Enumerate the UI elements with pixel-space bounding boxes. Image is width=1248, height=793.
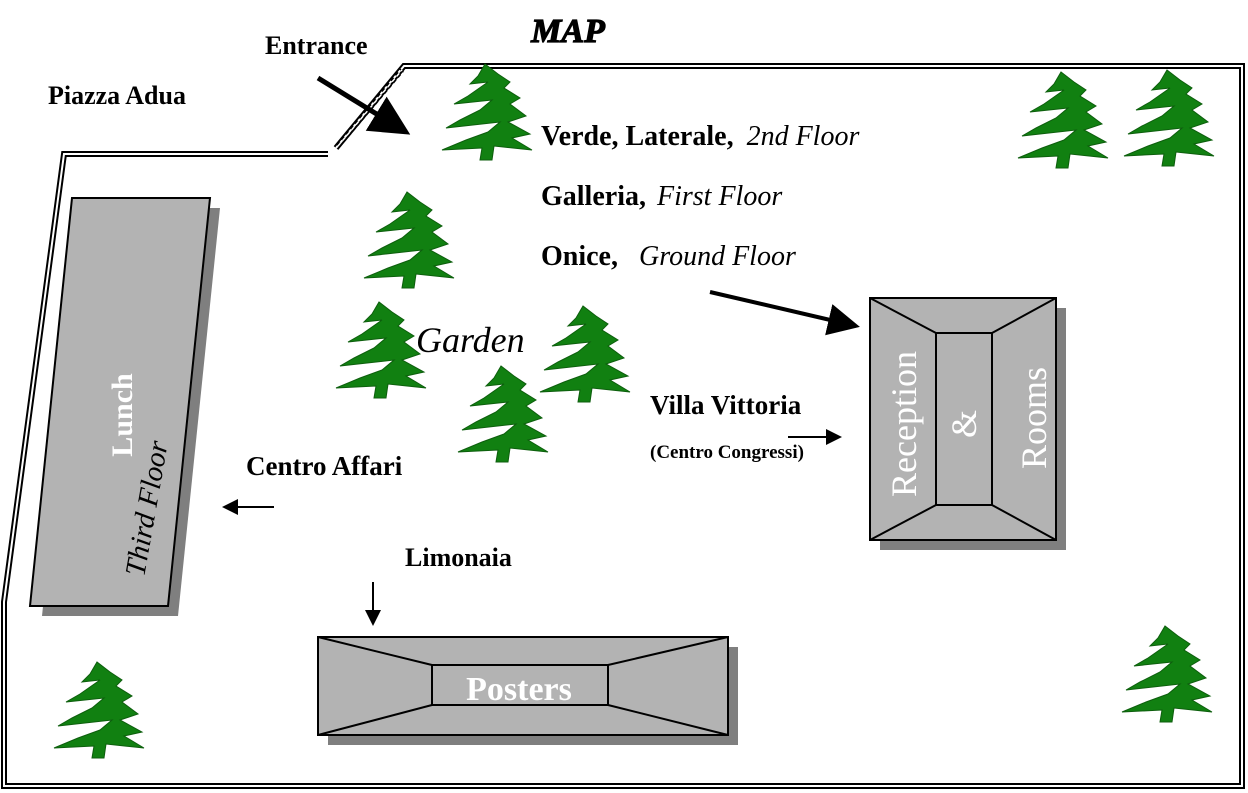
piazza-label: Piazza Adua [48, 81, 186, 110]
lunch-label: Lunch [106, 373, 139, 457]
lunch-building: Lunch Third Floor [28, 197, 220, 616]
pine-tree-icon [1017, 71, 1109, 169]
reception-building: Reception & Rooms [869, 297, 1066, 550]
limonaia-label: Limonaia [405, 543, 512, 572]
pine-tree-icon [363, 191, 455, 289]
garden-label: Garden [416, 320, 525, 360]
villa-label: Villa Vittoria [650, 390, 802, 420]
centro-affari-label: Centro Affari [246, 451, 403, 481]
site-boundary [1, 63, 1245, 789]
pine-tree-icon [53, 661, 145, 759]
reception-label: Reception [884, 351, 924, 497]
arrow-icon [316, 75, 411, 135]
pine-tree-icon [457, 365, 549, 463]
centro-congressi-label: (Centro Congressi) [650, 442, 804, 463]
map-title: MAP [530, 13, 605, 50]
entrance-label: Entrance [265, 31, 368, 60]
pine-tree-icon [1123, 69, 1215, 167]
rooms-label: Rooms [1014, 367, 1054, 469]
galleria-label: Galleria, First Floor [541, 181, 782, 212]
pine-tree-icon [539, 305, 631, 403]
posters-building: Posters [317, 636, 738, 745]
arrow-icon [709, 290, 860, 336]
posters-label: Posters [466, 671, 572, 708]
verde-label: Verde, Laterale, 2nd Floor [541, 121, 859, 152]
ampersand-label: & [944, 410, 984, 438]
onice-label: Onice, Ground Floor [541, 241, 796, 272]
pine-tree-icon [1121, 625, 1213, 723]
pine-tree-icon [441, 63, 533, 161]
pine-tree-icon [335, 301, 427, 399]
